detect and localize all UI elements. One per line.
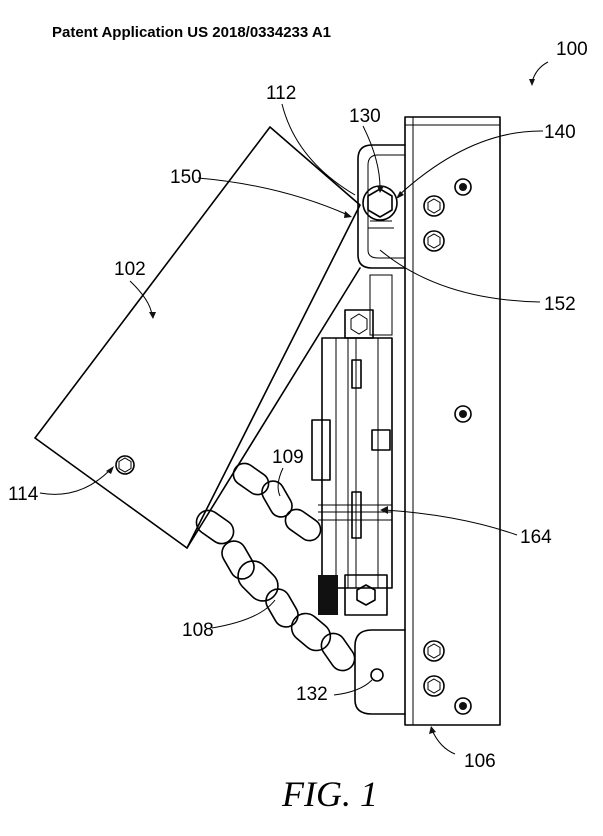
plate-bolt bbox=[423, 640, 445, 662]
ref-140: 140 bbox=[544, 122, 576, 143]
ref-109: 109 bbox=[272, 447, 304, 468]
ref-164: 164 bbox=[520, 527, 552, 548]
ref-108: 108 bbox=[182, 620, 214, 641]
ref-102: 102 bbox=[114, 259, 146, 280]
ref-112: 112 bbox=[266, 83, 296, 104]
chain-link bbox=[284, 508, 322, 542]
reference-labels: 100 102 106 108 109 112 114 130 132 140 … bbox=[8, 39, 588, 772]
figure-caption: FIG. 1 bbox=[281, 774, 378, 814]
chain-link bbox=[237, 560, 279, 602]
chain-link bbox=[320, 632, 356, 672]
plate-bolt bbox=[423, 230, 445, 252]
patent-header: Patent Application US 2018/0334233 A1 bbox=[52, 24, 332, 41]
ref-132: 132 bbox=[296, 684, 328, 705]
upper-bracket-152 bbox=[357, 144, 406, 269]
arm-nut-114 bbox=[115, 455, 135, 475]
chain-link bbox=[195, 509, 235, 545]
chain-link bbox=[261, 480, 293, 518]
leader-lines bbox=[39, 61, 549, 755]
lower-bracket-132 bbox=[354, 629, 406, 715]
ref-100: 100 bbox=[556, 39, 588, 60]
plate-rivet bbox=[454, 405, 472, 423]
chain-link bbox=[290, 612, 332, 652]
plate-bolt bbox=[423, 195, 445, 217]
ref-130: 130 bbox=[349, 106, 381, 127]
chain-link bbox=[221, 540, 255, 580]
plate-rivet bbox=[454, 697, 472, 715]
ref-114: 114 bbox=[8, 484, 39, 505]
plate-rivet bbox=[454, 178, 472, 196]
mounting-plate-106 bbox=[404, 116, 501, 726]
ref-106: 106 bbox=[464, 751, 496, 772]
chain-108 bbox=[195, 462, 356, 672]
arm-plate-102 bbox=[34, 126, 361, 549]
chain-link bbox=[232, 462, 270, 496]
ref-152: 152 bbox=[544, 294, 576, 315]
plate-bolt bbox=[423, 675, 445, 697]
ref-150: 150 bbox=[170, 167, 202, 188]
actuator-assembly bbox=[311, 274, 393, 616]
